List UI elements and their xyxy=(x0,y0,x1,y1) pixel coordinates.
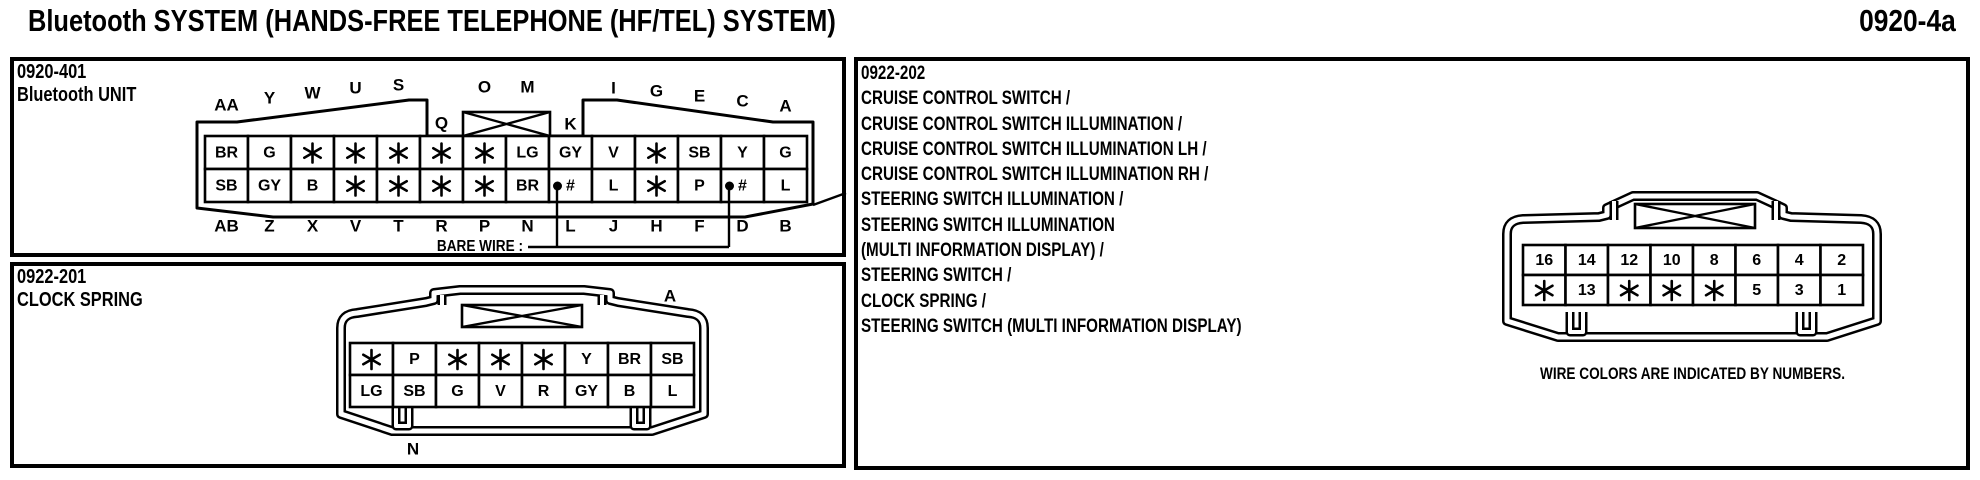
wire-colors-note: WIRE COLORS ARE INDICATED BY NUMBERS. xyxy=(1539,364,1845,383)
connector-name: CLOCK SPRING xyxy=(17,289,143,311)
system-line: CRUISE CONTROL SWITCH ILLUMINATION LH / xyxy=(861,138,1207,160)
system-line: CLOCK SPRING / xyxy=(861,290,986,312)
system-line: STEERING SWITCH ILLUMINATION xyxy=(861,214,1115,236)
system-line: CRUISE CONTROL SWITCH ILLUMINATION RH / xyxy=(861,164,1209,186)
page-title: Bluetooth SYSTEM (HANDS-FREE TELEPHONE (… xyxy=(28,3,836,38)
clock-spring-header: 0922-201 CLOCK SPRING xyxy=(17,266,143,312)
connector-name: Bluetooth UNIT xyxy=(17,84,137,106)
bluetooth-unit-header: 0920-401 Bluetooth UNIT xyxy=(17,61,136,107)
connector-code: 0920-401 xyxy=(17,61,87,83)
system-line: STEERING SWITCH ILLUMINATION / xyxy=(861,189,1124,211)
page-code: 0920-4a xyxy=(1859,3,1956,38)
system-line: CRUISE CONTROL SWITCH / xyxy=(861,88,1071,110)
system-line: STEERING SWITCH / xyxy=(861,265,1012,287)
system-line: (MULTI INFORMATION DISPLAY) / xyxy=(861,240,1104,262)
connector-code: 0922-202 xyxy=(861,63,926,84)
system-line: STEERING SWITCH (MULTI INFORMATION DISPL… xyxy=(861,315,1242,337)
system-line: CRUISE CONTROL SWITCH ILLUMINATION / xyxy=(861,113,1183,135)
steering-connector-systems-list: 0922-202 CRUISE CONTROL SWITCH / CRUISE … xyxy=(861,61,1242,339)
bare-wire-note: BARE WIRE : xyxy=(436,238,523,255)
connector-code: 0922-201 xyxy=(17,266,87,288)
